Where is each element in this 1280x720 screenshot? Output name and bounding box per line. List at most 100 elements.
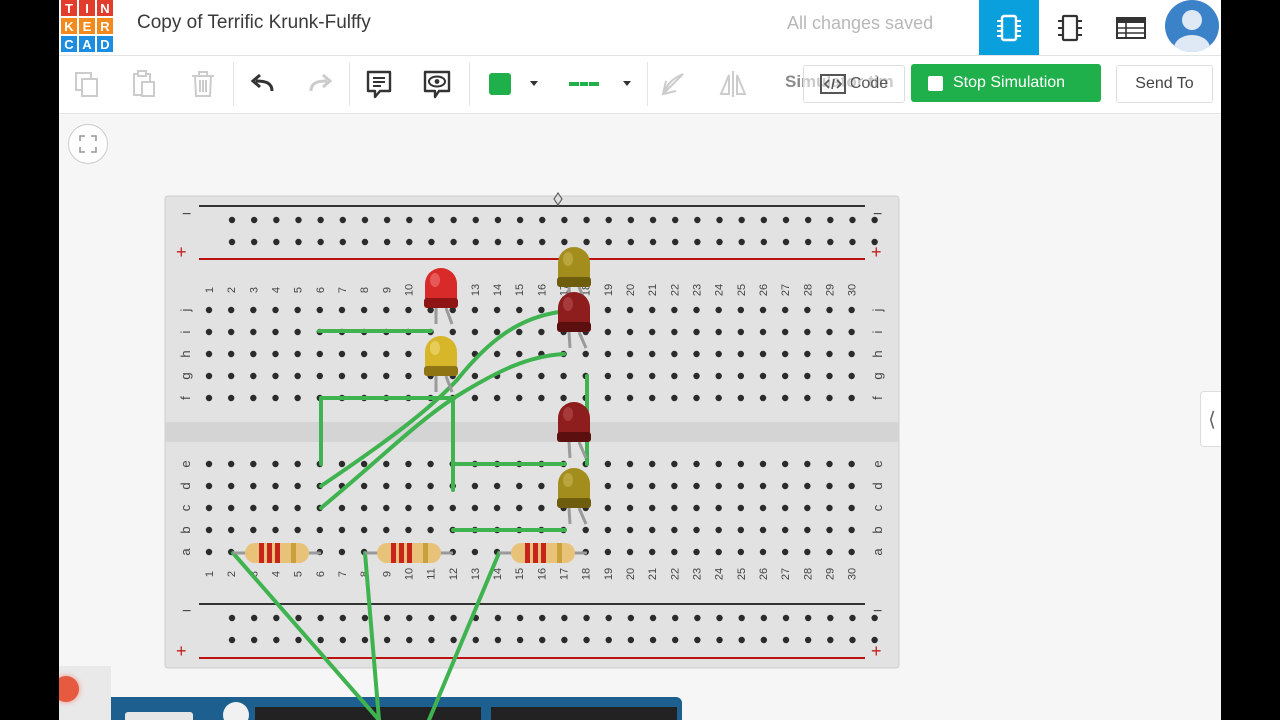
rail-hole[interactable] — [516, 614, 524, 622]
breadboard-hole[interactable] — [781, 460, 789, 468]
breadboard-hole[interactable] — [538, 394, 545, 402]
rail-hole[interactable] — [849, 636, 856, 644]
breadboard-hole[interactable] — [715, 548, 722, 556]
breadboard-hole[interactable] — [759, 306, 767, 314]
rail-hole[interactable] — [649, 636, 657, 644]
breadboard-hole[interactable] — [848, 548, 855, 556]
led[interactable] — [557, 402, 591, 459]
breadboard-hole[interactable] — [848, 394, 855, 402]
breadboard-hole[interactable] — [649, 328, 656, 336]
rail-hole[interactable] — [561, 636, 568, 644]
breadboard-hole[interactable] — [693, 306, 700, 314]
rail-hole[interactable] — [583, 216, 590, 224]
rail-hole[interactable] — [871, 614, 878, 622]
rail-hole[interactable] — [228, 614, 236, 622]
rail-hole[interactable] — [273, 216, 280, 224]
breadboard-hole[interactable] — [671, 548, 678, 556]
breadboard-hole[interactable] — [272, 394, 279, 402]
rail-hole[interactable] — [804, 614, 812, 622]
breadboard-hole[interactable] — [826, 526, 833, 534]
breadboard-hole[interactable] — [848, 460, 855, 468]
breadboard-hole[interactable] — [272, 328, 279, 336]
breadboard-hole[interactable] — [272, 372, 279, 380]
rail-hole[interactable] — [250, 636, 258, 644]
breadboard-hole[interactable] — [759, 372, 767, 380]
breadboard-hole[interactable] — [649, 394, 656, 402]
rail-hole[interactable] — [339, 216, 346, 224]
breadboard-hole[interactable] — [338, 460, 346, 468]
breadboard-hole[interactable] — [516, 482, 523, 490]
fill-color-picker[interactable] — [477, 64, 553, 104]
rail-hole[interactable] — [450, 614, 457, 622]
breadboard-hole[interactable] — [693, 526, 700, 534]
rail-hole[interactable] — [539, 636, 546, 644]
breadboard-hole[interactable] — [826, 504, 833, 512]
breadboard-hole[interactable] — [671, 504, 678, 512]
rail-hole[interactable] — [450, 238, 457, 246]
rail-hole[interactable] — [738, 636, 745, 644]
breadboard-hole[interactable] — [759, 526, 767, 534]
breadboard-hole[interactable] — [294, 460, 301, 468]
arduino-board[interactable] — [105, 697, 682, 720]
breadboard-hole[interactable] — [250, 372, 257, 380]
breadboard-hole[interactable] — [272, 526, 279, 534]
breadboard-hole[interactable] — [826, 372, 833, 380]
rail-hole[interactable] — [273, 636, 280, 644]
zoom-to-fit-button[interactable] — [68, 124, 108, 164]
breadboard-hole[interactable] — [250, 526, 257, 534]
rail-hole[interactable] — [228, 636, 236, 644]
rail-hole[interactable] — [450, 636, 457, 644]
breadboard-hole[interactable] — [737, 306, 745, 314]
breadboard-hole[interactable] — [804, 482, 811, 490]
wire[interactable] — [427, 551, 501, 720]
breadboard-hole[interactable] — [538, 306, 545, 314]
rail-hole[interactable] — [428, 614, 435, 622]
breadboard-hole[interactable] — [272, 460, 279, 468]
rail-hole[interactable] — [472, 636, 479, 644]
rail-hole[interactable] — [295, 636, 302, 644]
breadboard-hole[interactable] — [294, 504, 301, 512]
breadboard[interactable]: −−++−−++12345678910111213141516171819202… — [164, 191, 900, 669]
breadboard-hole[interactable] — [294, 350, 301, 358]
wire[interactable] — [455, 352, 566, 398]
notes-button[interactable] — [359, 64, 399, 104]
rail-hole[interactable] — [738, 216, 745, 224]
breadboard-hole[interactable] — [626, 482, 634, 490]
breadboard-hole[interactable] — [516, 372, 523, 380]
breadboard-hole[interactable] — [649, 526, 656, 534]
breadboard-hole[interactable] — [737, 504, 745, 512]
breadboard-hole[interactable] — [205, 526, 213, 534]
rail-hole[interactable] — [605, 238, 612, 246]
breadboard-hole[interactable] — [427, 526, 434, 534]
breadboard-hole[interactable] — [804, 328, 811, 336]
breadboard-hole[interactable] — [383, 350, 390, 358]
rail-hole[interactable] — [406, 216, 413, 224]
breadboard-hole[interactable] — [626, 306, 634, 314]
rail-hole[interactable] — [383, 216, 391, 224]
breadboard-hole[interactable] — [516, 504, 523, 512]
stop-simulation-button[interactable]: Stop Simulation — [911, 64, 1101, 102]
breadboard-hole[interactable] — [604, 482, 612, 490]
rail-hole[interactable] — [827, 614, 834, 622]
breadboard-hole[interactable] — [826, 548, 833, 556]
breadboard-hole[interactable] — [538, 482, 545, 490]
rail-hole[interactable] — [406, 636, 413, 644]
rail-hole[interactable] — [273, 614, 280, 622]
breadboard-hole[interactable] — [227, 372, 235, 380]
rail-hole[interactable] — [361, 614, 369, 622]
breadboard-hole[interactable] — [781, 504, 789, 512]
rail-hole[interactable] — [317, 636, 324, 644]
breadboard-hole[interactable] — [538, 372, 545, 380]
breadboard-hole[interactable] — [626, 504, 634, 512]
breadboard-hole[interactable] — [471, 482, 479, 490]
breadboard-hole[interactable] — [649, 306, 656, 314]
breadboard-hole[interactable] — [848, 328, 855, 336]
rail-hole[interactable] — [561, 216, 568, 224]
rail-hole[interactable] — [871, 238, 878, 246]
rail-hole[interactable] — [782, 216, 790, 224]
breadboard-hole[interactable] — [227, 460, 235, 468]
rail-hole[interactable] — [583, 238, 590, 246]
notes-visibility-button[interactable] — [417, 64, 457, 104]
breadboard-hole[interactable] — [516, 306, 523, 314]
